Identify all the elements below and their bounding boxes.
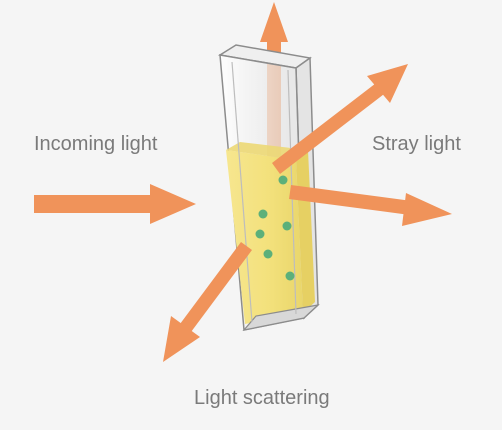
stray-arrow-head xyxy=(402,193,452,226)
particle-dot xyxy=(278,175,288,185)
incoming-light-arrow xyxy=(34,184,196,224)
upper-right-arrow-head xyxy=(367,64,408,103)
particle-dot xyxy=(255,229,265,239)
light-scattering-label: Light scattering xyxy=(194,387,330,409)
particle-dot xyxy=(263,249,273,259)
particle-dot xyxy=(282,221,292,231)
cuvette-inner-wall xyxy=(231,61,253,323)
cuvette-liquid xyxy=(226,150,303,324)
upper-right-scatter-arrow xyxy=(272,64,408,174)
upward-arrow-head xyxy=(260,2,288,42)
stray-light-label: Stray light xyxy=(372,133,461,155)
lower-left-arrow-head xyxy=(163,316,200,362)
particle-dot xyxy=(285,271,295,281)
stray-light-arrow xyxy=(289,185,452,226)
particles xyxy=(255,175,295,281)
particle-dot xyxy=(258,209,268,219)
lower-left-scatter-arrow xyxy=(163,242,252,362)
lower-left-arrow-shaft xyxy=(180,242,252,332)
incoming-arrow-shaft xyxy=(34,195,156,213)
upper-right-arrow-shaft xyxy=(272,80,388,174)
stray-arrow-shaft xyxy=(289,185,412,215)
incoming-arrow-head xyxy=(150,184,196,224)
incoming-light-label: Incoming light xyxy=(34,133,158,155)
